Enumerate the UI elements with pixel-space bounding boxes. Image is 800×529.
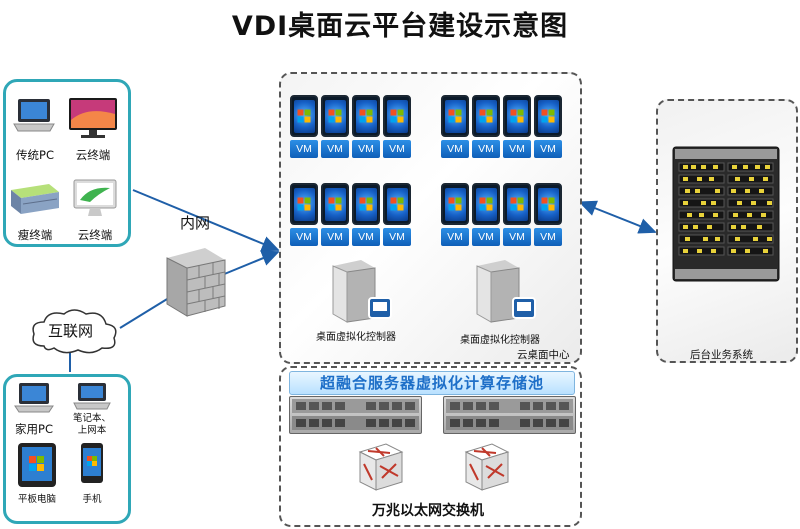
vm-group-top-right: VM VM VM VM [441,95,562,158]
vm-desktop-tile [534,95,562,137]
vm-desktop-tile [352,183,380,225]
vm-group-bottom-left: VM VM VM VM [290,183,411,246]
device-label-notebook-line2: 上网本 [77,425,107,436]
controller-server-icon [332,260,392,323]
vm-label: VM [321,228,349,246]
device-label-phone: 手机 [82,494,102,505]
hyperconverged-server [443,396,576,434]
windows-logo-icon [448,109,462,123]
windows-logo-icon [479,109,493,123]
ethernet-switch-icon [358,443,404,491]
windows-logo-icon [479,197,493,211]
server-front-icon [292,399,419,430]
vm-label: VM [290,228,318,246]
device-label-home-pc: 家用PC [15,422,53,436]
center-to-backend-link [578,200,657,234]
vm-label: VM [472,140,500,158]
vm-desktop-tile [383,183,411,225]
vm-desktop-tile [472,183,500,225]
vm-desktop-tile [290,95,318,137]
internet-label: 互联网 [48,322,94,340]
windows-logo-icon [390,109,404,123]
vm-label: VM [383,140,411,158]
vm-desktop-tile [472,95,500,137]
vm-desktop-tile [503,95,531,137]
page-title: VDI桌面云平台建设示意图 [231,11,569,42]
windows-logo-icon [390,197,404,211]
windows-logo-icon [541,197,555,211]
windows-logo-icon [359,109,373,123]
controller-server-icon [476,260,536,323]
vm-label: VM [503,140,531,158]
vm-desktop-tile [352,95,380,137]
vm-desktop-tile [321,183,349,225]
internet-cloud-icon [32,309,117,354]
vm-label: VM [321,140,349,158]
vm-desktop-tile [534,183,562,225]
intranet-label: 内网 [180,214,211,232]
vm-desktop-tile [441,95,469,137]
windows-logo-icon [328,109,342,123]
switch-label: 万兆以太网交换机 [372,503,484,519]
laptop-icon [14,383,54,413]
intranet-link [132,189,280,252]
device-label-tablet: 平板电脑 [17,494,56,505]
windows-logo-icon [297,197,311,211]
vm-desktop-tile [290,183,318,225]
device-label-notebook: 笔记本、 上网本 [64,413,120,437]
firewall-icon [166,248,226,317]
windows-logo-icon [510,197,524,211]
vm-label: VM [290,140,318,158]
laptop-icon [13,99,55,132]
backend-system-label: 后台业务系统 [690,349,753,361]
server-rack-icon [672,146,780,282]
internet-to-firewall-link [119,295,173,329]
vm-label: VM [534,140,562,158]
vm-desktop-tile [441,183,469,225]
phone-icon [81,443,103,483]
device-label-cloud-terminal-1: 云终端 [75,148,111,162]
vm-label: VM [352,228,380,246]
storage-pool-banner: 超融合服务器虚拟化计算存储池 [289,371,575,395]
device-label-notebook-line1: 笔记本、 [72,413,111,424]
windows-logo-icon [448,197,462,211]
firewall-to-center-link [221,250,280,276]
controller-label-right: 桌面虚拟化控制器 [460,335,540,346]
ethernet-switch-icon [464,443,510,491]
thin-client-icon [11,184,59,214]
windows-logo-icon [328,197,342,211]
windows-logo-icon [510,109,524,123]
device-label-traditional-pc: 传统PC [16,148,54,162]
notebook-icon [73,383,111,410]
server-front-icon [446,399,573,430]
controller-label-left: 桌面虚拟化控制器 [316,332,396,343]
hyperconverged-server [289,396,422,434]
vm-label: VM [503,228,531,246]
device-label-thin-terminal: 瘦终端 [17,228,53,242]
tablet-icon [18,443,56,487]
windows-logo-icon [359,197,373,211]
vm-group-top-left: VM VM VM VM [290,95,411,158]
vm-desktop-tile [321,95,349,137]
vm-label: VM [472,228,500,246]
vm-desktop-tile [503,183,531,225]
windows-logo-icon [541,109,555,123]
vm-desktop-tile [383,95,411,137]
monitor-icon [69,98,117,138]
device-label-cloud-terminal-2: 云终端 [77,228,113,242]
windows-logo-icon [297,109,311,123]
vm-label: VM [441,228,469,246]
vm-label: VM [352,140,380,158]
vm-group-bottom-right: VM VM VM VM [441,183,562,246]
all-in-one-icon [73,179,117,216]
vm-label: VM [383,228,411,246]
vm-label: VM [534,228,562,246]
vm-label: VM [441,140,469,158]
cloud-center-label: 云桌面中心 [517,349,570,361]
